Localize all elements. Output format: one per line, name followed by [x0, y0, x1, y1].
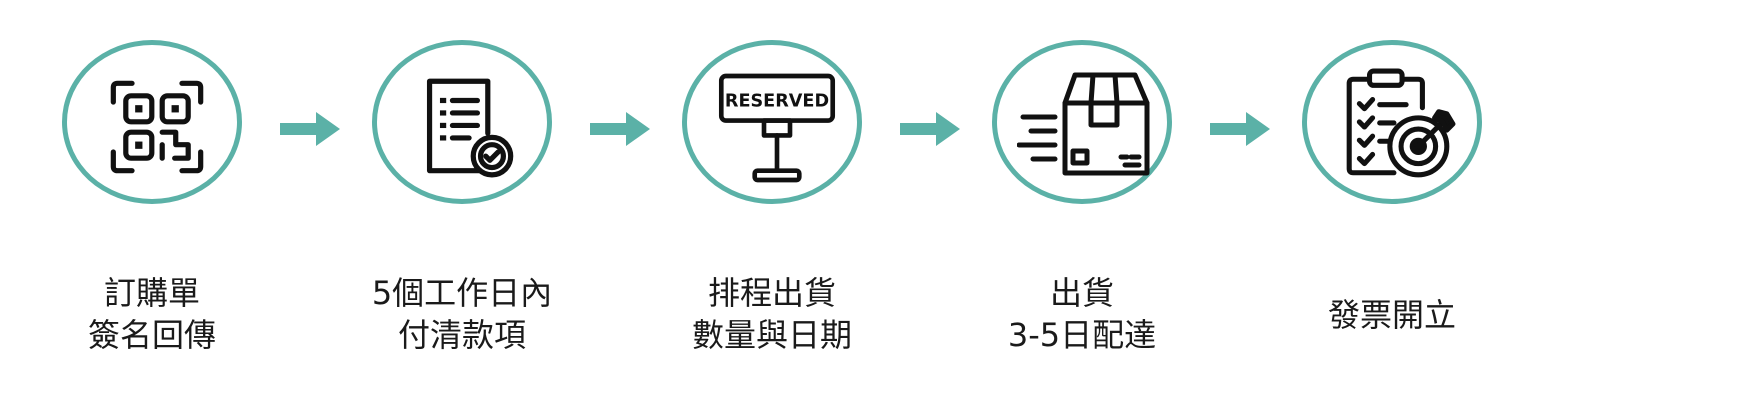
step-5-label-line-1: 發票開立 [1327, 296, 1456, 334]
reserved-sign-icon: RESERVED [718, 73, 836, 183]
step-4-label-line-2: 3-5日配達 [1007, 316, 1157, 354]
document-check-icon [426, 78, 514, 178]
step-1: 訂購單 簽名回傳 [45, 0, 285, 402]
arrow-icon-4 [1210, 112, 1270, 146]
step-1-label-line-1: 訂購單 [103, 274, 200, 312]
step-5-circle [1302, 40, 1482, 204]
step-1-label-line-2: 簽名回傳 [87, 316, 216, 354]
step-2-label: 5個工作日內 付清款項 [325, 272, 599, 356]
step-2-label-line-2: 付清款項 [397, 316, 526, 354]
step-4-circle [992, 40, 1172, 204]
step-3-circle: RESERVED [682, 40, 862, 204]
reserved-sign-text: RESERVED [725, 92, 829, 112]
arrow-icon-2 [590, 112, 650, 146]
step-1-label: 訂購單 簽名回傳 [15, 272, 289, 356]
qr-code-icon [110, 80, 204, 174]
shipping-box-icon [1017, 72, 1150, 176]
step-3-label: 排程出貨 數量與日期 [635, 272, 909, 356]
step-4-label: 出貨 3-5日配達 [945, 272, 1219, 356]
step-2-circle [372, 40, 552, 204]
step-2-label-line-1: 5個工作日內 [371, 274, 553, 312]
step-5-label: 發票開立 [1255, 294, 1529, 336]
step-1-circle [62, 40, 242, 204]
step-3-label-line-1: 排程出貨 [707, 274, 836, 312]
step-2: 5個工作日內 付清款項 [355, 0, 595, 402]
step-3-label-line-2: 數量與日期 [691, 316, 852, 354]
step-4: 出貨 3-5日配達 [975, 0, 1215, 402]
arrow-icon-1 [280, 112, 340, 146]
step-4-label-line-1: 出貨 [1049, 274, 1114, 312]
step-5: 發票開立 [1285, 0, 1525, 402]
arrow-icon-3 [900, 112, 960, 146]
step-3: RESERVED 排程出貨 數量與日期 [665, 0, 905, 402]
checklist-target-icon [1346, 68, 1456, 178]
